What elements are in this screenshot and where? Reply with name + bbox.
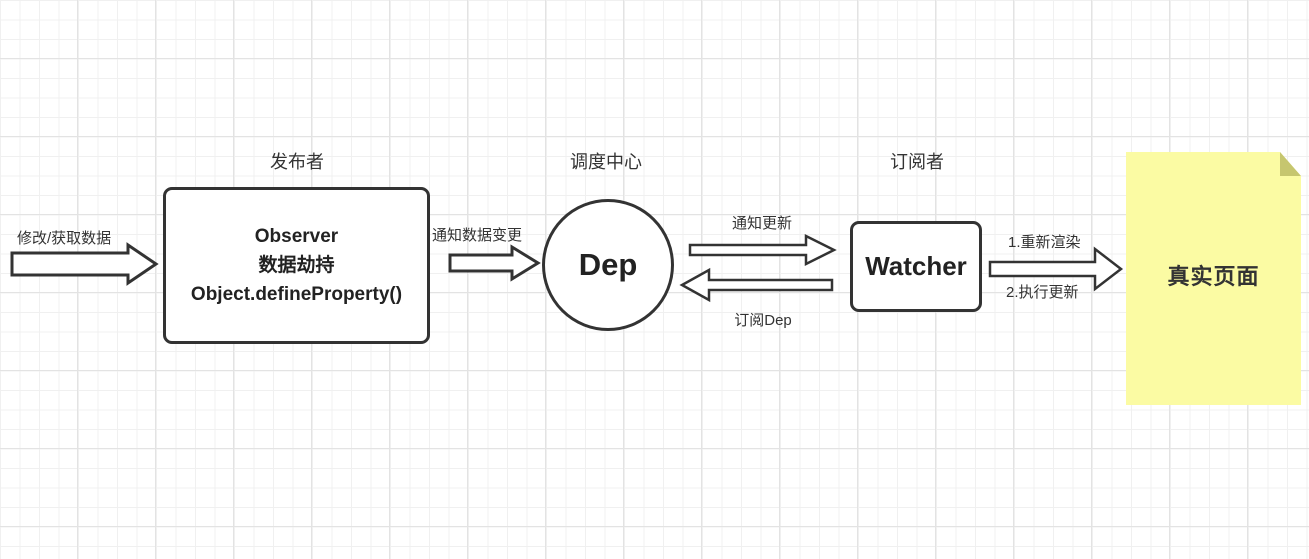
- arrow-notify-update: [688, 233, 837, 267]
- real-page-label: 真实页面: [1167, 263, 1260, 289]
- edge-label-rerender: 1.重新渲染: [1008, 234, 1081, 251]
- title-publisher: 发布者: [270, 152, 324, 172]
- edge-label-modify-get-data: 修改/获取数据: [17, 230, 112, 247]
- edge-label-notify-update: 通知更新: [731, 215, 793, 232]
- note-folded-corner: [1280, 152, 1301, 176]
- dep-node-label: Dep: [578, 247, 638, 282]
- watcher-node: Watcher: [850, 221, 982, 312]
- observer-node-line3: Object.defineProperty(): [190, 284, 403, 305]
- arrow-notify-data-change: [448, 244, 541, 282]
- observer-node-line1: Observer: [254, 226, 339, 247]
- edge-label-execute-update: 2.执行更新: [1006, 284, 1079, 301]
- arrow-subscribe-dep: [679, 267, 834, 303]
- edge-label-subscribe-dep: 订阅Dep: [734, 312, 792, 329]
- title-subscriber: 订阅者: [890, 152, 944, 172]
- real-page-note: 真实页面: [1126, 152, 1301, 405]
- edge-label-notify-data-change: 通知数据变更: [432, 227, 523, 244]
- arrow-modify-get-data: [10, 242, 159, 286]
- watcher-node-label: Watcher: [865, 251, 967, 281]
- observer-node: Observer 数据劫持 Object.defineProperty(): [163, 187, 430, 344]
- observer-node-line2: 数据劫持: [258, 255, 335, 276]
- title-dispatch-center: 调度中心: [570, 152, 642, 172]
- dep-node: Dep: [542, 199, 674, 331]
